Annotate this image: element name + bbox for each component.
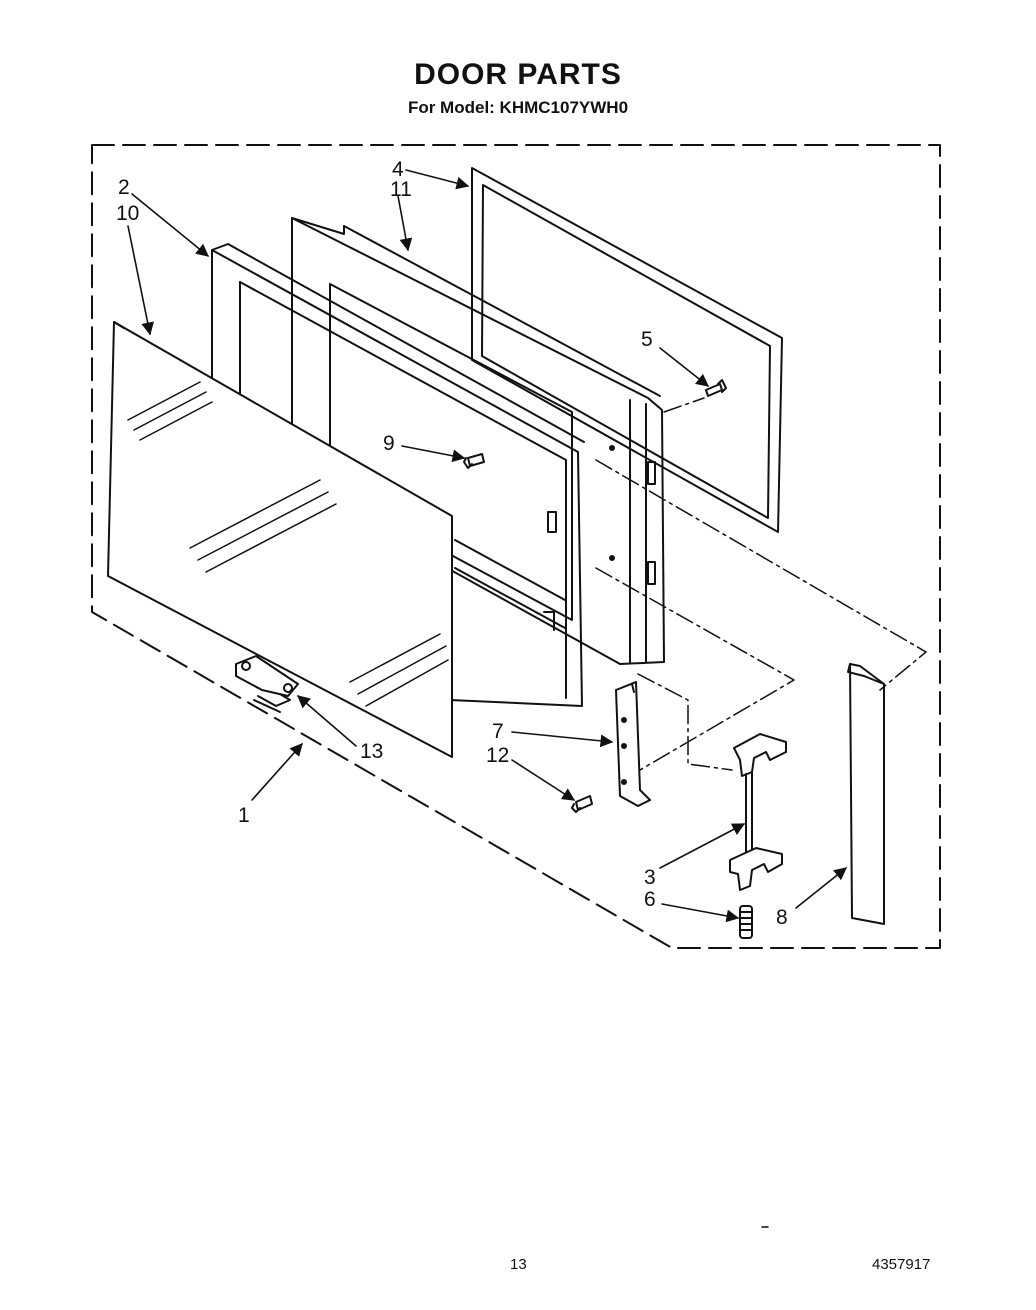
callout-1: 1 <box>238 804 250 827</box>
leader-7 <box>511 731 614 748</box>
callout-7: 7 <box>492 720 504 743</box>
page-number: 13 <box>510 1256 527 1273</box>
leader-13 <box>297 695 357 747</box>
inner-door-panel-part <box>291 217 665 665</box>
leader-5 <box>659 347 710 387</box>
panel-slot-lower <box>647 561 656 585</box>
callout-8: 8 <box>776 906 788 929</box>
callout-11: 11 <box>390 178 412 201</box>
leader-1 <box>251 743 303 801</box>
door-strip-part <box>847 663 885 925</box>
callout-2: 2 <box>118 176 130 199</box>
frame-slot-lower <box>543 611 555 631</box>
callout-4: 4 <box>392 158 404 181</box>
callout-9: 9 <box>383 432 395 455</box>
leader-11 <box>397 195 413 252</box>
door-glass-panel-part <box>107 321 453 758</box>
leader-9 <box>401 445 466 463</box>
leader-12 <box>511 759 576 801</box>
assembly-boundary <box>91 144 941 949</box>
latch-bracket-part <box>615 681 651 807</box>
choke-frame-part <box>471 167 783 533</box>
callout-5: 5 <box>641 328 653 351</box>
leader-2 <box>131 193 209 257</box>
hinge-part <box>235 655 299 713</box>
callout-3: 3 <box>644 866 656 889</box>
leader-3 <box>659 823 746 869</box>
callout-13: 13 <box>360 740 383 763</box>
frame-slot-upper <box>547 511 557 533</box>
spring-part <box>739 905 753 939</box>
screw-part-12 <box>571 795 593 813</box>
page-title: DOOR PARTS <box>414 58 622 91</box>
callout-10: 10 <box>116 202 139 225</box>
callout-6: 6 <box>644 888 656 911</box>
latch-lever-part <box>729 733 787 891</box>
panel-slot-upper <box>647 461 656 485</box>
screw-part-9 <box>463 453 485 469</box>
leader-8 <box>795 867 847 909</box>
assembly-guide-lines <box>595 397 927 771</box>
leader-6 <box>661 903 740 923</box>
leader-4 <box>405 169 470 190</box>
leader-lines <box>127 169 847 923</box>
callout-12: 12 <box>486 744 509 767</box>
leader-10 <box>127 225 154 336</box>
document-number: 4357917 <box>872 1256 931 1273</box>
screw-part-5 <box>705 379 727 397</box>
model-subtitle: For Model: KHMC107YWH0 <box>407 98 629 117</box>
